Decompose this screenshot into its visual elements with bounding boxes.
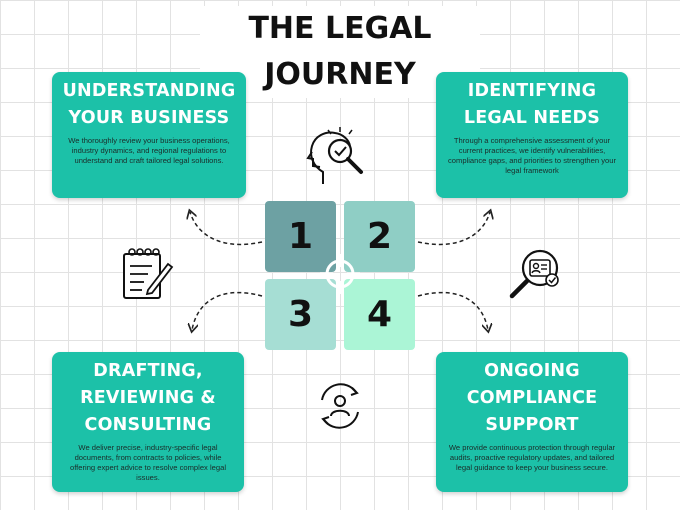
arrow-to-card-3 <box>192 291 263 330</box>
card-body: We provide continuous protection through… <box>448 443 616 472</box>
arrow-to-card-1 <box>190 212 263 246</box>
step-square-3: 3 <box>265 279 336 350</box>
arrow-to-card-4 <box>417 291 488 330</box>
card-identifying-legal-needs: IDENTIFYING LEGAL NEEDS Through a compre… <box>436 72 628 198</box>
card-heading: UNDERSTANDING YOUR BUSINESS <box>62 81 236 128</box>
crosshair-icon <box>320 254 360 294</box>
card-heading: ONGOING COMPLIANCE SUPPORT <box>466 361 598 435</box>
step-square-1: 1 <box>265 201 336 272</box>
step-square-2: 2 <box>344 201 415 272</box>
notepad-icon <box>123 248 174 299</box>
arrow-to-card-2 <box>417 212 490 246</box>
card-heading: DRAFTING, REVIEWING & CONSULTING <box>80 361 216 435</box>
user-search-icon <box>509 249 559 299</box>
card-body: Through a comprehensive assessment of yo… <box>447 136 616 175</box>
card-heading: IDENTIFYING LEGAL NEEDS <box>463 81 601 128</box>
head-magnifier-icon <box>306 127 363 184</box>
card-understanding-business: UNDERSTANDING YOUR BUSINESS We thoroughl… <box>52 72 246 198</box>
card-body: We deliver precise, industry-specific le… <box>69 443 227 482</box>
page-title: THE LEGAL JOURNEY <box>200 6 480 98</box>
step-square-4: 4 <box>344 279 415 350</box>
card-ongoing-compliance: ONGOING COMPLIANCE SUPPORT We provide co… <box>436 352 628 492</box>
card-body: We thoroughly review your business opera… <box>68 136 230 165</box>
user-cycle-icon <box>321 383 359 429</box>
card-drafting-reviewing: DRAFTING, REVIEWING & CONSULTING We deli… <box>52 352 244 492</box>
